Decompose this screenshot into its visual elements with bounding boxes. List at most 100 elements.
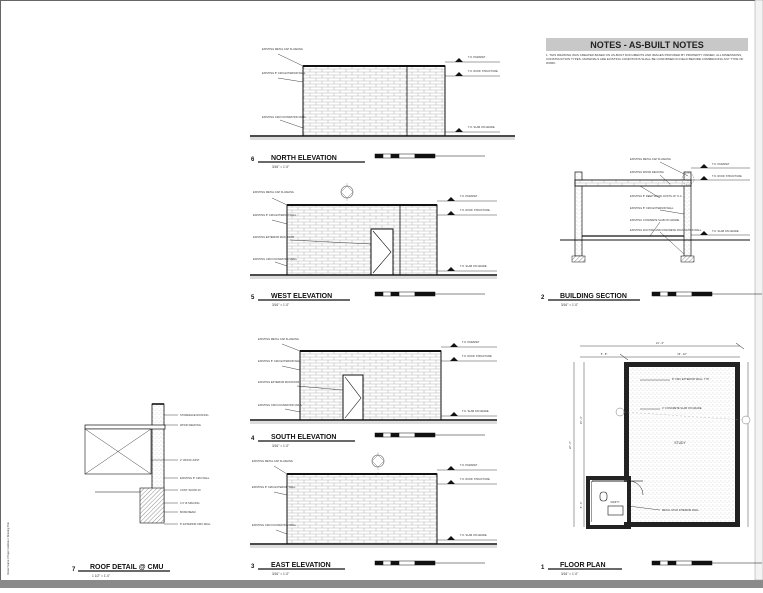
scale-bars: [374, 153, 762, 566]
detail-note-6: 3.4" Ø SPACING: [180, 501, 199, 505]
east-level-3: T.O. SLAB ON GRADE: [460, 533, 487, 537]
west-note-2: EXISTING 8" CMU EXTERIOR WALL: [253, 213, 297, 217]
south-note-4: EXISTING CMU FOUNDATION WALL: [258, 403, 303, 407]
detail-note-1: STOREFACE ROOFING: [180, 413, 209, 417]
section-roof: [574, 179, 692, 187]
plan-note-1: 8" CMU EXTERIOR WALL, TYP.: [672, 377, 710, 381]
east-wall: [286, 473, 438, 545]
plan-bath: VANITY: [610, 500, 619, 504]
south-number: 4: [251, 436, 255, 442]
north-number: 6: [251, 157, 255, 163]
east-scale: 3/16" = 1'-0": [272, 572, 289, 576]
north-elevation: EXISTING METAL CAP FLASHING EXISTING 8" …: [250, 47, 515, 169]
east-level-1: T.O. PARAPET: [460, 463, 478, 467]
scale-bar: [374, 560, 485, 566]
west-elevation: EXISTING METAL CAP FLASHING EXISTING 8" …: [250, 183, 497, 307]
detail-note-5: CONT. WOOD 2X: [180, 488, 201, 492]
south-level-3: T.O. SLAB ON GRADE: [462, 409, 489, 413]
north-note-2: EXISTING 8" CMU EXTERIOR WALL: [262, 71, 306, 75]
east-section-marker: [371, 454, 385, 468]
west-note-3: EXISTING EXTERIOR MAN DOOR: [253, 235, 294, 239]
north-level-2: T.O. ROOF STRUCTURE: [468, 69, 498, 73]
notes-title: NOTES - AS-BUILT NOTES: [590, 40, 704, 50]
plan-dim-6: 6' - 0": [579, 502, 583, 509]
plan-number: 1: [541, 565, 545, 571]
west-scale: 3/16" = 1'-0": [272, 303, 289, 307]
south-scale: 3/16" = 1'-0": [272, 444, 289, 448]
bottom-band: [0, 580, 763, 588]
north-note-1: EXISTING METAL CAP FLASHING: [262, 47, 303, 51]
south-note-3: EXISTING EXTERIOR MAN DOOR: [258, 380, 299, 384]
detail-note-7: BOND BEAM: [180, 510, 196, 514]
section-note-3: EXISTING 8" DEEP WOOD JOISTS 16" O.C.: [630, 194, 683, 198]
east-note-3: EXISTING CMU FOUNDATION WALL: [252, 523, 297, 527]
west-level-3: T.O. SLAB ON GRADE: [460, 264, 487, 268]
side-stamp: Owner Name / Project Address / Drawing T…: [6, 522, 10, 575]
east-title: EAST ELEVATION: [271, 562, 331, 569]
south-door: [342, 374, 364, 421]
scale-bar: [374, 291, 485, 297]
east-level-2: T.O. ROOF STRUCTURE: [460, 477, 490, 481]
north-level-3: T.O. SLAB ON GRADE: [468, 125, 495, 129]
detail-title: ROOF DETAIL @ CMU: [90, 564, 163, 571]
south-level-1: T.O. PARAPET: [462, 340, 480, 344]
south-elevation: EXISTING METAL CAP FLASHING EXISTING 8" …: [250, 337, 497, 448]
section-level-1: T.O. PARAPET: [712, 162, 730, 166]
north-wall: [302, 65, 446, 137]
plan-note-3: METAL STUD INTERIOR WALL: [662, 508, 699, 512]
section-scale: 3/16" = 1'-0": [561, 303, 578, 307]
plan-dim-1: 21' - 6": [656, 341, 664, 345]
plan-scale: 3/16" = 1'-0": [561, 572, 578, 576]
right-strip: [754, 0, 763, 581]
south-title: SOUTH ELEVATION: [271, 434, 336, 441]
detail-note-2: WOOD DECKING: [180, 423, 201, 427]
section-title: BUILDING SECTION: [560, 293, 627, 300]
detail-note-4: EXISTING 8" CMU WALL: [180, 476, 210, 480]
section-note-5: EXISTING CONCRETE SLAB ON GRADE: [630, 218, 680, 222]
east-note-2: EXISTING 8" CMU EXTERIOR WALL: [252, 485, 296, 489]
plan-title: FLOOR PLAN: [560, 562, 606, 569]
west-note-1: EXISTING METAL CAP FLASHING: [253, 190, 294, 194]
section-note-2: EXISTING WOOD DECKING: [630, 170, 664, 174]
floor-plan: STUDY VANITY 8" CMU EXTERIOR WALL, TYP. …: [541, 341, 751, 576]
detail-scale: 1 1/2" = 1'-0": [92, 574, 110, 578]
plan-note-2: 4" CONCRETE SLAB ON GRADE: [662, 406, 702, 410]
north-note-3: EXISTING CMU FOUNDATION WALL: [262, 115, 307, 119]
south-wall: [299, 350, 442, 421]
section-number: 2: [541, 295, 545, 301]
north-title: NORTH ELEVATION: [271, 155, 337, 162]
section-note-4: EXISTING 8" CMU EXTERIOR WALL: [630, 206, 674, 210]
plan-dim-2: 5' - 8": [601, 352, 608, 356]
notes-text: 1. THIS DRAWING WAS CREATED BASED ON AS-…: [546, 54, 744, 65]
section-level-3: T.O. SLAB ON GRADE: [712, 229, 739, 233]
west-section-marker: [340, 185, 354, 199]
north-level-1: T.O. PARAPET: [468, 55, 486, 59]
roof-detail: STOREFACE ROOFING WOOD DECKING 2" WOOD J…: [72, 403, 211, 578]
north-scale: 3/16" = 1'-0": [272, 165, 289, 169]
north-leaders: [277, 53, 304, 129]
section-note-6: EXISTING FOOTING AND CONCRETE FOUNDATION…: [630, 228, 702, 232]
detail-note-8: 8" EXTERIOR CMU WALL: [180, 522, 211, 526]
south-note-2: EXISTING 8" CMU EXTERIOR WALL: [258, 359, 302, 363]
notes-header-bar: [546, 38, 748, 51]
detail-note-3: 2" WOOD JOIST: [180, 458, 200, 462]
scale-bar: [374, 153, 485, 159]
plan-bathroom: [592, 482, 628, 522]
section-note-1: EXISTING METAL CAP FLASHING: [630, 157, 671, 161]
detail-deck: [84, 424, 166, 430]
west-level-1: T.O. PARAPET: [460, 194, 478, 198]
east-elevation: EXISTING METAL CAP FLASHING EXISTING 8" …: [250, 452, 497, 576]
west-title: WEST ELEVATION: [271, 293, 332, 300]
west-door: [370, 228, 394, 276]
scale-bar: [651, 291, 762, 297]
plan-dim-4: 22' - 0": [568, 441, 572, 449]
north-level-marks: [445, 58, 500, 133]
plan-slab: [629, 367, 735, 522]
scale-bar: [374, 432, 485, 438]
plan-toilet: [599, 491, 608, 502]
south-note-1: EXISTING METAL CAP FLASHING: [258, 337, 299, 341]
west-note-4: EXISTING CMU FOUNDATION WALL: [253, 257, 298, 261]
west-door-swing: [372, 230, 392, 274]
